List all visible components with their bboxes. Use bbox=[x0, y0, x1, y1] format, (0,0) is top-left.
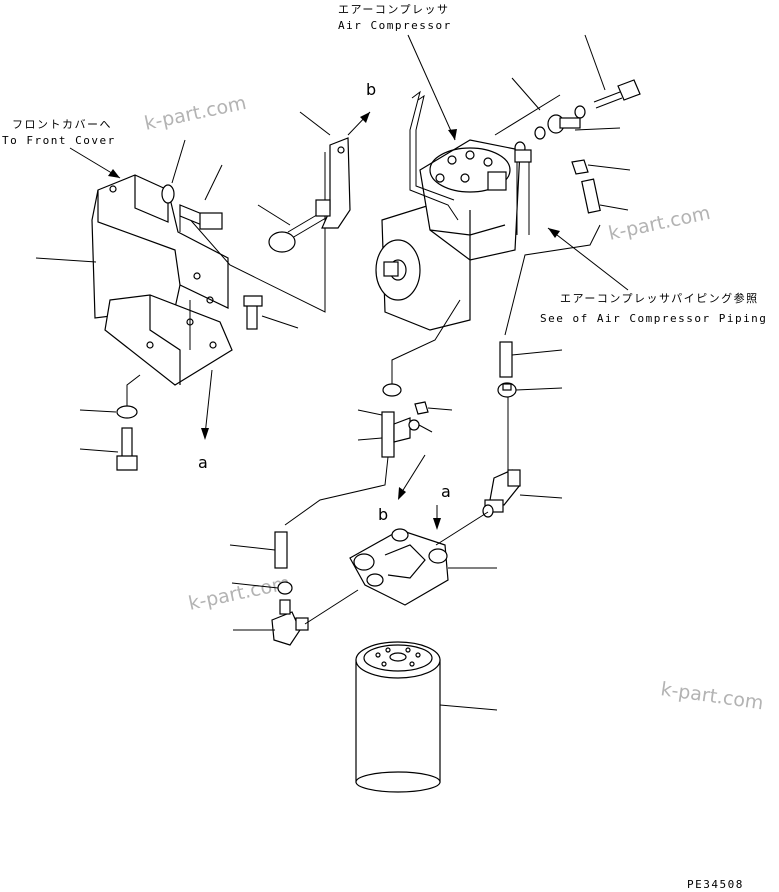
air-compressor-label-jp: エアーコンプレッサ bbox=[338, 3, 450, 16]
hose-tee bbox=[381, 411, 411, 458]
washer bbox=[534, 126, 546, 140]
air-compressor-label-en: Air Compressor bbox=[338, 19, 452, 32]
leader-line bbox=[204, 369, 213, 436]
filter-head bbox=[349, 528, 449, 606]
watermark: k-part.com bbox=[142, 92, 248, 135]
callout-line bbox=[587, 164, 631, 171]
watermark: k-part.com bbox=[606, 202, 712, 245]
washer bbox=[116, 405, 138, 419]
callout-line bbox=[79, 448, 119, 453]
leader-line bbox=[547, 227, 629, 291]
arrow-head bbox=[398, 487, 406, 500]
washer bbox=[408, 419, 420, 431]
ref-letter-b-mid: b bbox=[378, 505, 388, 524]
callout-line bbox=[439, 704, 498, 711]
ref-letter-b-top: b bbox=[366, 80, 376, 99]
callout-line bbox=[231, 582, 279, 589]
elbow-fitting bbox=[271, 599, 309, 646]
callout-line bbox=[79, 409, 117, 413]
arrow-head bbox=[201, 428, 209, 440]
callout-line bbox=[357, 437, 383, 441]
clamp bbox=[497, 382, 517, 398]
callout-line bbox=[427, 407, 453, 411]
guide-line bbox=[304, 589, 359, 625]
hose-sleeve bbox=[274, 531, 288, 569]
bolt bbox=[179, 204, 223, 230]
air-pipe bbox=[409, 90, 459, 221]
callout-line bbox=[418, 424, 433, 433]
callout-line bbox=[519, 494, 563, 499]
piping-label-jp: エアーコンプレッサパイピング参照 bbox=[560, 291, 759, 305]
guide-line bbox=[504, 224, 601, 336]
clamp bbox=[382, 383, 402, 397]
watermark: k-part.com bbox=[186, 572, 292, 615]
air-pipe bbox=[415, 94, 455, 201]
arrow-head bbox=[448, 129, 457, 140]
callout-line bbox=[204, 164, 223, 201]
air-compressor bbox=[375, 139, 521, 331]
nut bbox=[571, 159, 589, 175]
callout-line bbox=[599, 204, 629, 211]
leader-line bbox=[399, 454, 426, 496]
hose-sleeve bbox=[499, 341, 513, 378]
bracket-line bbox=[494, 94, 561, 136]
clamp bbox=[277, 581, 293, 595]
ref-letter-a-filter: a bbox=[441, 482, 451, 501]
callout-line bbox=[574, 127, 621, 131]
guide-line bbox=[284, 456, 389, 526]
guide-line bbox=[126, 374, 141, 406]
callout-line bbox=[511, 77, 541, 111]
piping-label-en: See of Air Compressor Piping bbox=[540, 312, 767, 325]
bolt bbox=[243, 295, 263, 330]
callout-line bbox=[35, 257, 97, 263]
callout-line bbox=[261, 315, 299, 329]
callout-line bbox=[584, 34, 606, 91]
arrow-head bbox=[108, 169, 120, 178]
mounting-bracket bbox=[91, 174, 233, 386]
callout-line bbox=[257, 204, 291, 226]
arrow-head bbox=[433, 518, 441, 530]
watermark: k-part.com bbox=[659, 678, 765, 714]
guide-line bbox=[391, 299, 461, 384]
leader-line bbox=[407, 34, 456, 141]
washer bbox=[574, 105, 586, 119]
filter-cartridge bbox=[355, 641, 441, 793]
nut bbox=[414, 401, 429, 415]
hose-sleeve bbox=[581, 178, 601, 214]
drawing-number: PE34508 bbox=[687, 878, 744, 891]
banjo-bolt bbox=[593, 79, 641, 109]
support-bracket bbox=[315, 137, 351, 229]
banjo-fitting bbox=[547, 114, 581, 134]
ref-letter-a-left: a bbox=[198, 453, 208, 472]
callout-line bbox=[171, 139, 186, 184]
callout-line bbox=[299, 111, 331, 136]
front-cover-label-jp: フロントカバーへ bbox=[12, 118, 112, 131]
pipe-fitting bbox=[514, 149, 532, 235]
front-cover-label-en: To Front Cover bbox=[2, 134, 116, 147]
washer bbox=[161, 184, 175, 204]
callout-line bbox=[511, 349, 563, 356]
callout-line bbox=[357, 409, 383, 416]
guide-line bbox=[435, 511, 489, 546]
arrow-head bbox=[548, 228, 560, 238]
callout-line bbox=[229, 544, 276, 551]
bolt bbox=[116, 427, 138, 471]
callout-line bbox=[515, 387, 563, 391]
arrow-head bbox=[360, 112, 370, 123]
elbow-fitting bbox=[482, 469, 521, 518]
